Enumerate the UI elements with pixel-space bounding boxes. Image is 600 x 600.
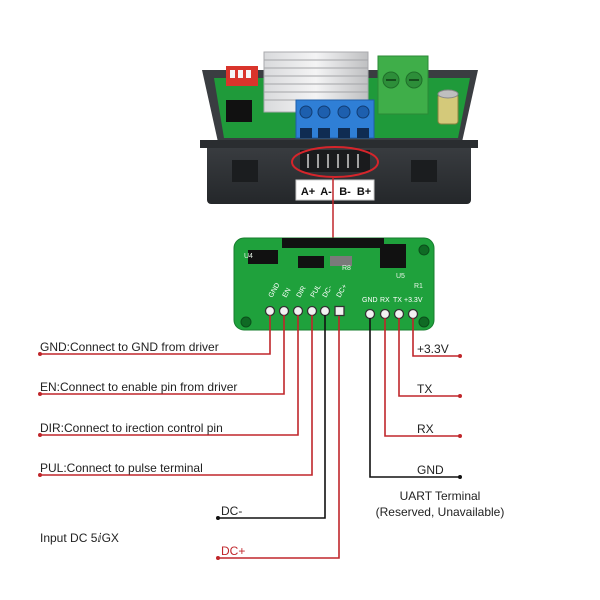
label-uart-rx: RX <box>417 422 434 436</box>
wire-uart-rx <box>384 318 460 437</box>
pin-label-en: EN <box>282 287 293 299</box>
silk-u5: U5 <box>396 273 405 280</box>
motor-terminal-block <box>295 99 375 139</box>
wire-dc-plus <box>218 316 340 559</box>
connector-header <box>300 150 370 172</box>
terminal-a-plus: A+ <box>301 186 315 198</box>
silk-u4: U4 <box>244 253 253 260</box>
uart-label-tx: TX <box>393 297 402 304</box>
silk-r1: R1 <box>414 283 423 290</box>
label-uart-tx: TX <box>417 382 432 396</box>
board-ic <box>380 244 406 268</box>
label-uart-gnd: GND <box>417 463 444 477</box>
wire-dc-minus <box>218 315 326 519</box>
silk-r8: R8 <box>342 265 351 272</box>
ic-chip <box>226 100 252 122</box>
power-terminal <box>377 55 429 115</box>
label-dir: DIR:Connect to irection control pin <box>40 421 223 435</box>
controller-device: A+ A- B- B+ <box>200 51 478 204</box>
case-front <box>207 142 471 204</box>
highlight-circle <box>291 146 379 178</box>
uart-caption-title: UART Terminal <box>400 489 481 503</box>
wire-uart-v33 <box>412 318 460 357</box>
control-board: U4 U5 R1 R8 GND EN DIR PUL DC- DC+ GND R… <box>233 237 435 331</box>
board-header <box>282 238 384 248</box>
wire-en <box>40 315 285 395</box>
terminal-label-plate <box>295 179 375 201</box>
capacitor <box>437 89 459 125</box>
wire-gnd <box>40 315 271 355</box>
label-dc-minus: DC- <box>221 504 242 518</box>
wire-uart-tx <box>398 318 460 397</box>
terminal-b-minus: B- <box>339 186 351 198</box>
terminal-a-minus: A- <box>320 186 332 198</box>
label-gnd: GND:Connect to GND from driver <box>40 340 219 354</box>
uart-caption-note: (Reserved, Unavailable) <box>376 505 505 519</box>
label-pul: PUL:Connect to pulse terminal <box>40 461 203 475</box>
case-rim <box>200 140 478 148</box>
uart-label-gnd: GND <box>362 297 378 304</box>
wire-dir <box>40 315 299 436</box>
case-slot-right <box>411 160 437 182</box>
case-slot-left <box>232 160 258 182</box>
board-chip-left <box>248 250 278 264</box>
label-dc-plus: DC+ <box>221 544 245 558</box>
wire-end-dots <box>38 352 462 560</box>
label-input-dc: Input DC 5ⅈGX <box>40 531 119 545</box>
terminal-b-plus: B+ <box>357 186 371 198</box>
uart-label-rx: RX <box>380 297 390 304</box>
label-en: EN:Connect to enable pin from driver <box>40 380 237 394</box>
wires <box>40 315 460 559</box>
wire-pul <box>40 315 313 476</box>
label-uart-v33: +3.3V <box>417 342 449 356</box>
uart-label-v33: +3.3V <box>404 297 423 304</box>
wire-uart-gnd <box>369 318 460 478</box>
